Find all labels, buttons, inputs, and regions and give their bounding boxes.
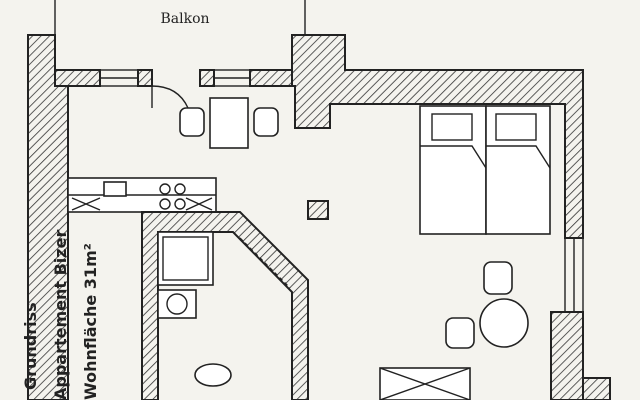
- wall-north-mid: [249, 69, 296, 87]
- wall-north-pier-2: [199, 69, 215, 87]
- living-furniture: [379, 261, 529, 400]
- wall-east-corner: [582, 377, 611, 400]
- balcony-door[interactable]: [151, 85, 189, 109]
- beds: [419, 105, 551, 235]
- armchair-top: [483, 261, 513, 295]
- title-line-2: Appartement Bizer: [51, 230, 70, 400]
- walls: [27, 34, 611, 400]
- balcony-openings: [99, 69, 251, 109]
- bathroom-wall: [141, 211, 309, 400]
- title-line-1: Grundriss: [21, 302, 40, 390]
- balcony-label: Balkon: [160, 11, 209, 27]
- wall-column: [291, 34, 584, 239]
- round-table: [479, 298, 529, 348]
- dining-table: [209, 97, 249, 149]
- dining-set: [179, 97, 279, 149]
- kitchen-counter: [67, 177, 217, 213]
- sink-icon: [103, 181, 127, 197]
- pillar: [307, 200, 329, 220]
- title-line-3: Wohnfläche 31m²: [81, 243, 100, 400]
- shower-icon: [157, 231, 214, 286]
- toilet-icon: [194, 363, 232, 387]
- wall-north-pier: [137, 69, 153, 87]
- east-window: [564, 237, 584, 313]
- chair-right: [253, 107, 279, 137]
- bathroom-door[interactable]: [239, 237, 291, 289]
- wall-north-left: [54, 69, 101, 87]
- plan-title: Grundriss Appartement Bizer Wohnfläche 3…: [21, 230, 100, 400]
- bed-left: [419, 105, 487, 235]
- chair-left: [179, 107, 205, 137]
- bathroom: [141, 211, 309, 400]
- armchair-left: [445, 317, 475, 349]
- wall-east-lower: [550, 311, 584, 400]
- balcony: Balkon: [54, 0, 306, 34]
